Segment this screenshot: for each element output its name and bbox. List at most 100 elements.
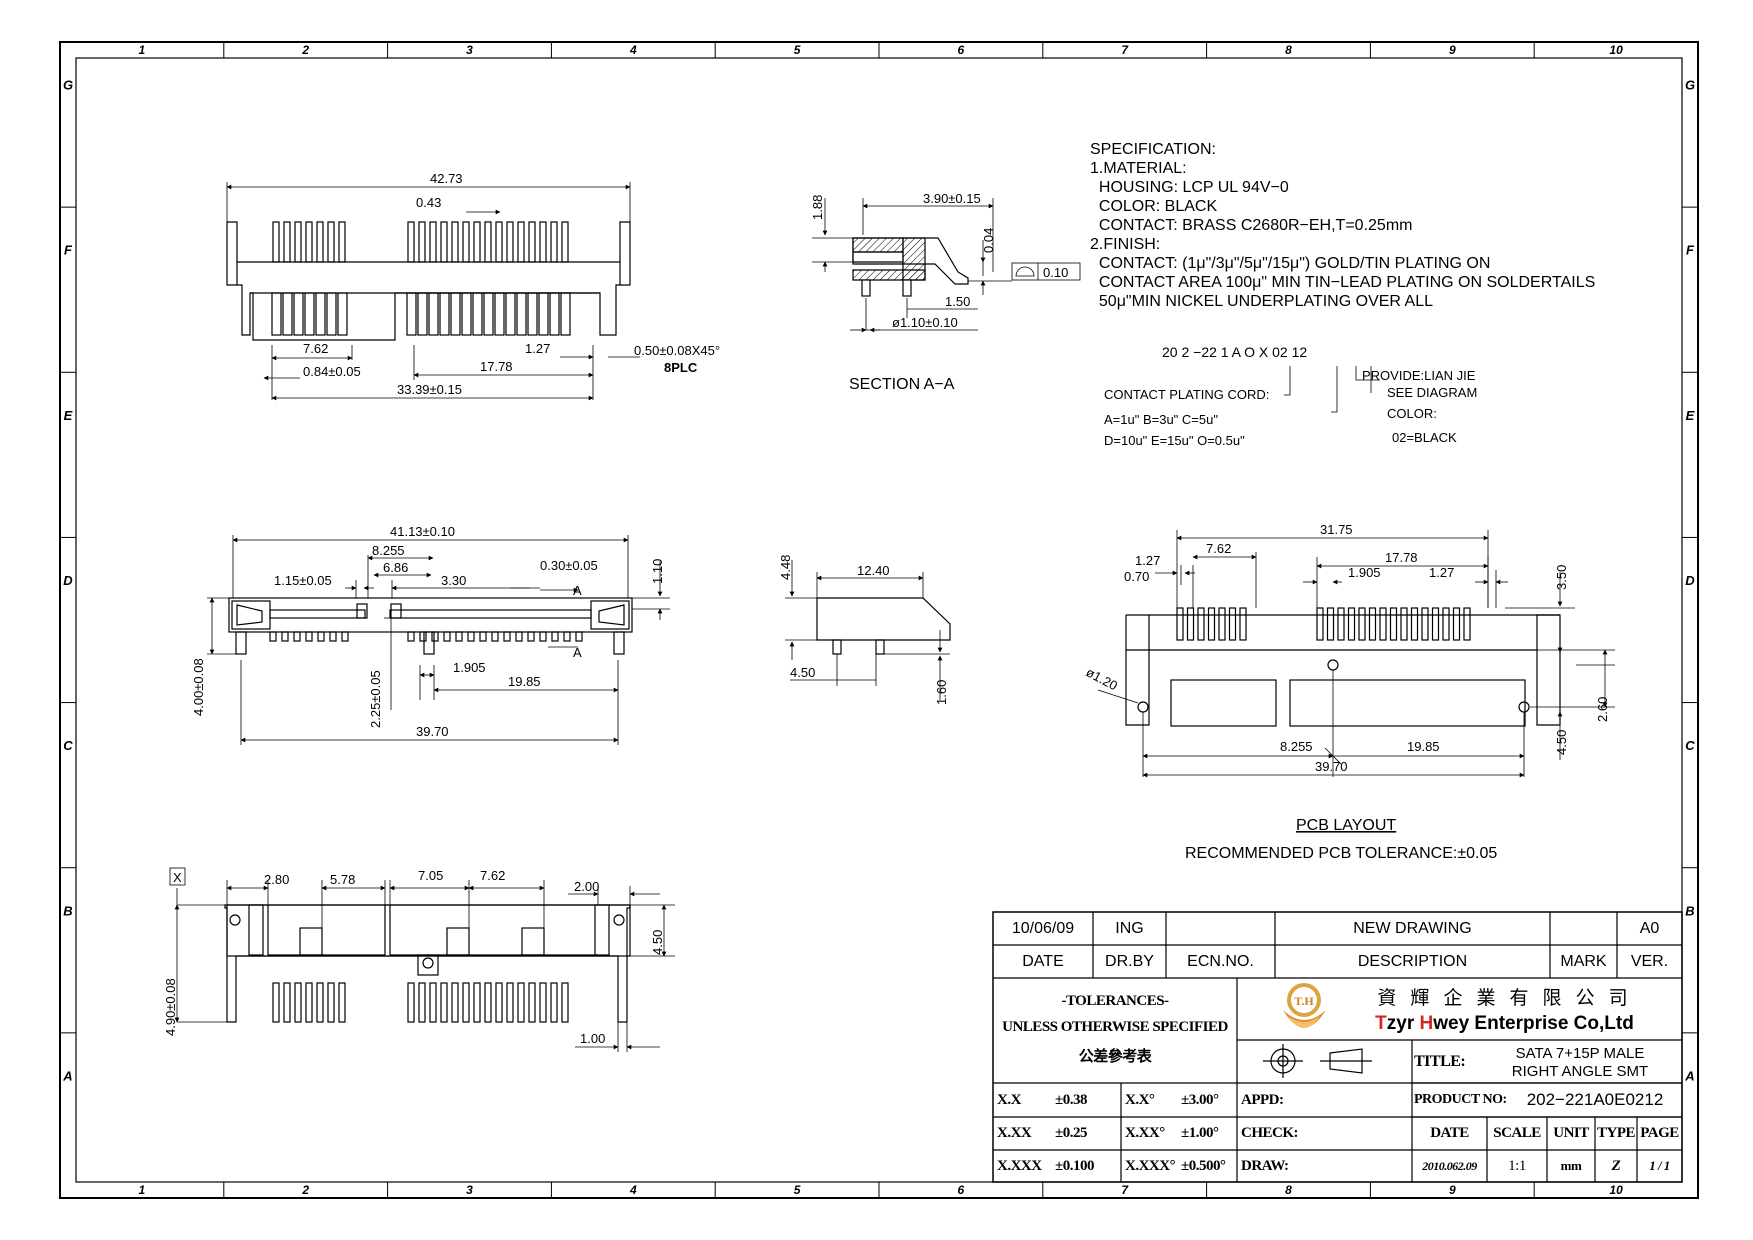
border-col-label: 10 [1609,1183,1623,1197]
border-row-label: A [62,1068,72,1083]
contact-pin-tail [560,292,571,336]
specification-block: SPECIFICATION:1.MATERIAL: HOUSING: LCP U… [1090,140,1595,311]
border-col-label: 5 [794,43,801,57]
contact-pin [407,221,415,263]
bottom-pin [440,982,448,1023]
bottom-pin [517,982,525,1023]
contact-pin [484,221,492,263]
contact-pin [506,221,514,263]
border-col-label: 7 [1121,43,1129,57]
side-view [816,597,951,655]
tolerance-cell: ±1.00° [1181,1125,1219,1141]
bottom-pin [462,982,470,1023]
footer-unit-label: UNIT [1553,1125,1589,1141]
border-col-label: 4 [629,43,637,57]
border-row-label: B [1685,903,1694,918]
contact-pin-tail [282,292,293,336]
provide-label: PROVIDE:LIAN JIE [1362,368,1476,383]
contact-pin-tail [472,292,483,336]
dim-bot-200: 2.00 [574,879,599,894]
dim-top-span: 33.39±0.15 [397,382,462,397]
border-row-label: F [64,243,73,258]
border-row-label: E [64,408,73,423]
contact-pin [550,221,558,263]
contact-pin-tail [483,292,494,336]
footer-type-value: Z [1611,1157,1621,1174]
pcb-pad [1442,607,1450,641]
top-view-pins-lower [271,292,571,336]
pcb-pad [1358,607,1366,641]
tolerance-cell: ±0.500° [1181,1157,1226,1174]
dim-sec-w: 3.90±0.15 [923,191,981,206]
pcb-pad [1218,607,1226,641]
pcb-pad [1431,607,1440,641]
border-row-label: E [1686,408,1695,423]
front-pin [563,631,571,642]
front-pin [269,631,277,642]
pcb-pad [1452,607,1461,641]
pcb-pad [1347,607,1356,641]
product-no-label: PRODUCT NO: [1414,1092,1507,1107]
footer-type-label: TYPE [1596,1125,1636,1141]
dim-front-115: 1.15±0.05 [274,573,332,588]
tolerance-cell: X.XXX [997,1157,1042,1174]
footer-scale-label: SCALE [1493,1125,1541,1141]
contact-pin [305,221,313,263]
contact-pin-tail [417,292,428,336]
dim-top-762: 7.62 [303,341,328,356]
bottom-pin [451,982,459,1023]
contact-pin [462,221,470,263]
bottom-view-pins [272,982,569,1023]
contact-pin-tail [326,292,337,336]
footer-date-label: DATE [1430,1125,1469,1141]
title-line-2: RIGHT ANGLE SMT [1511,1062,1649,1080]
logo-text: T.H [1294,994,1314,1008]
header-mark: MARK [1560,952,1607,970]
border-row-label: G [1685,78,1695,93]
dim-front-overall: 41.13±0.10 [390,524,455,539]
dim-top-pin-width: 0.43 [416,195,441,210]
spec-line: CONTACT: (1μ"/3μ"/5μ"/15μ") GOLD/TIN PLA… [1090,255,1491,272]
dim-bot-578: 5.78 [330,872,355,887]
front-view-dims [207,535,670,745]
contact-pin-tail [428,292,439,336]
rev-version: A0 [1639,919,1660,937]
dim-bot-705: 7.05 [418,868,443,883]
bottom-pin [484,982,492,1023]
pcb-pad [1368,607,1377,641]
border-col-label: 4 [629,1183,637,1197]
contact-pin [473,221,481,263]
bottom-pin [294,982,302,1023]
pcb-pad [1228,607,1237,641]
pcb-layout-dims [1097,530,1615,778]
contact-pin-tail [271,292,282,336]
front-pin [305,631,313,642]
bottom-view [224,904,631,1023]
top-view-dims [226,182,640,401]
bottom-pin [407,982,415,1023]
contact-pin-tail [549,292,560,336]
dim-pcb-070: 0.70 [1124,569,1149,584]
title-block [992,911,1683,1183]
border-row-label: C [63,738,73,753]
bottom-pin [316,982,324,1023]
dim-pcb-8255: 8.255 [1280,739,1313,754]
bottom-pin [561,982,569,1023]
pcb-pad [1176,607,1184,641]
front-pin [479,631,487,642]
dim-sec-gap: 0.04 [981,228,996,253]
header-date: DATE [1022,952,1064,970]
bottom-pin [418,982,426,1023]
border-row-label: D [1685,573,1695,588]
datum-x-label: X [173,870,182,885]
border-col-label: 3 [466,43,473,57]
pcb-pad [1207,607,1216,641]
front-pin [431,631,439,642]
tolerances-title: -TOLERANCES- [1061,992,1169,1009]
dim-side-offset: 4.50 [790,665,815,680]
bottom-view-dims [169,867,675,1052]
bottom-pin [305,982,313,1023]
contact-pin-tail [538,292,549,336]
company-name-english: Tzyr Hwey Enterprise Co,Ltd [1375,1013,1634,1034]
pcb-pads [1176,607,1471,641]
